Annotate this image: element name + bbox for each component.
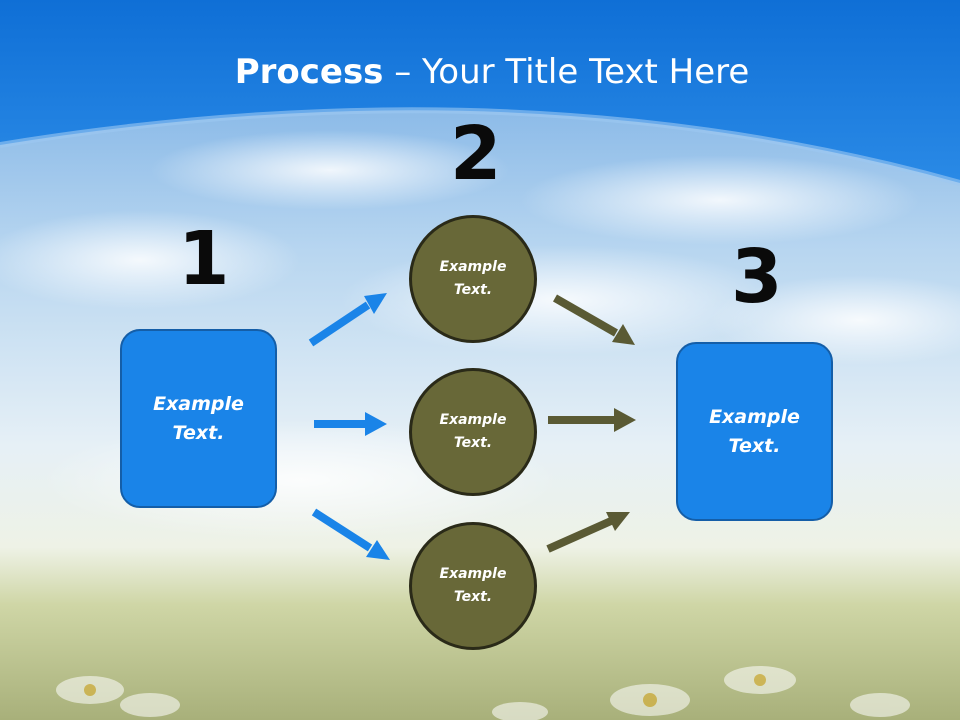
- step-number-3: 3: [731, 234, 783, 320]
- arrow-input-to-top: [308, 293, 387, 347]
- step-number-2: 2: [450, 111, 502, 197]
- arrow-input-to-center: [314, 412, 387, 436]
- arrow-top-to-output: [553, 294, 635, 345]
- input-box: Example Text.: [120, 329, 277, 508]
- step-number-1: 1: [178, 216, 230, 302]
- title-rest: – Your Title Text Here: [383, 52, 750, 92]
- middle-circle-center: Example Text.: [409, 368, 537, 496]
- slide-title: Process – Your Title Text Here: [0, 52, 960, 92]
- circle-text: Example Text.: [439, 412, 507, 451]
- arrow-center-to-output: [548, 408, 636, 432]
- circle-text: Example Text.: [439, 566, 507, 605]
- arrow-bottom-to-output: [546, 512, 630, 553]
- title-bold: Process: [234, 52, 384, 92]
- input-box-text: Example Text.: [153, 392, 244, 444]
- output-box-text: Example Text.: [709, 405, 800, 457]
- middle-circle-bottom: Example Text.: [409, 522, 537, 650]
- circle-text: Example Text.: [439, 259, 507, 298]
- middle-circle-top: Example Text.: [409, 215, 537, 343]
- output-box: Example Text.: [676, 342, 833, 521]
- arrow-input-to-bottom: [311, 508, 390, 560]
